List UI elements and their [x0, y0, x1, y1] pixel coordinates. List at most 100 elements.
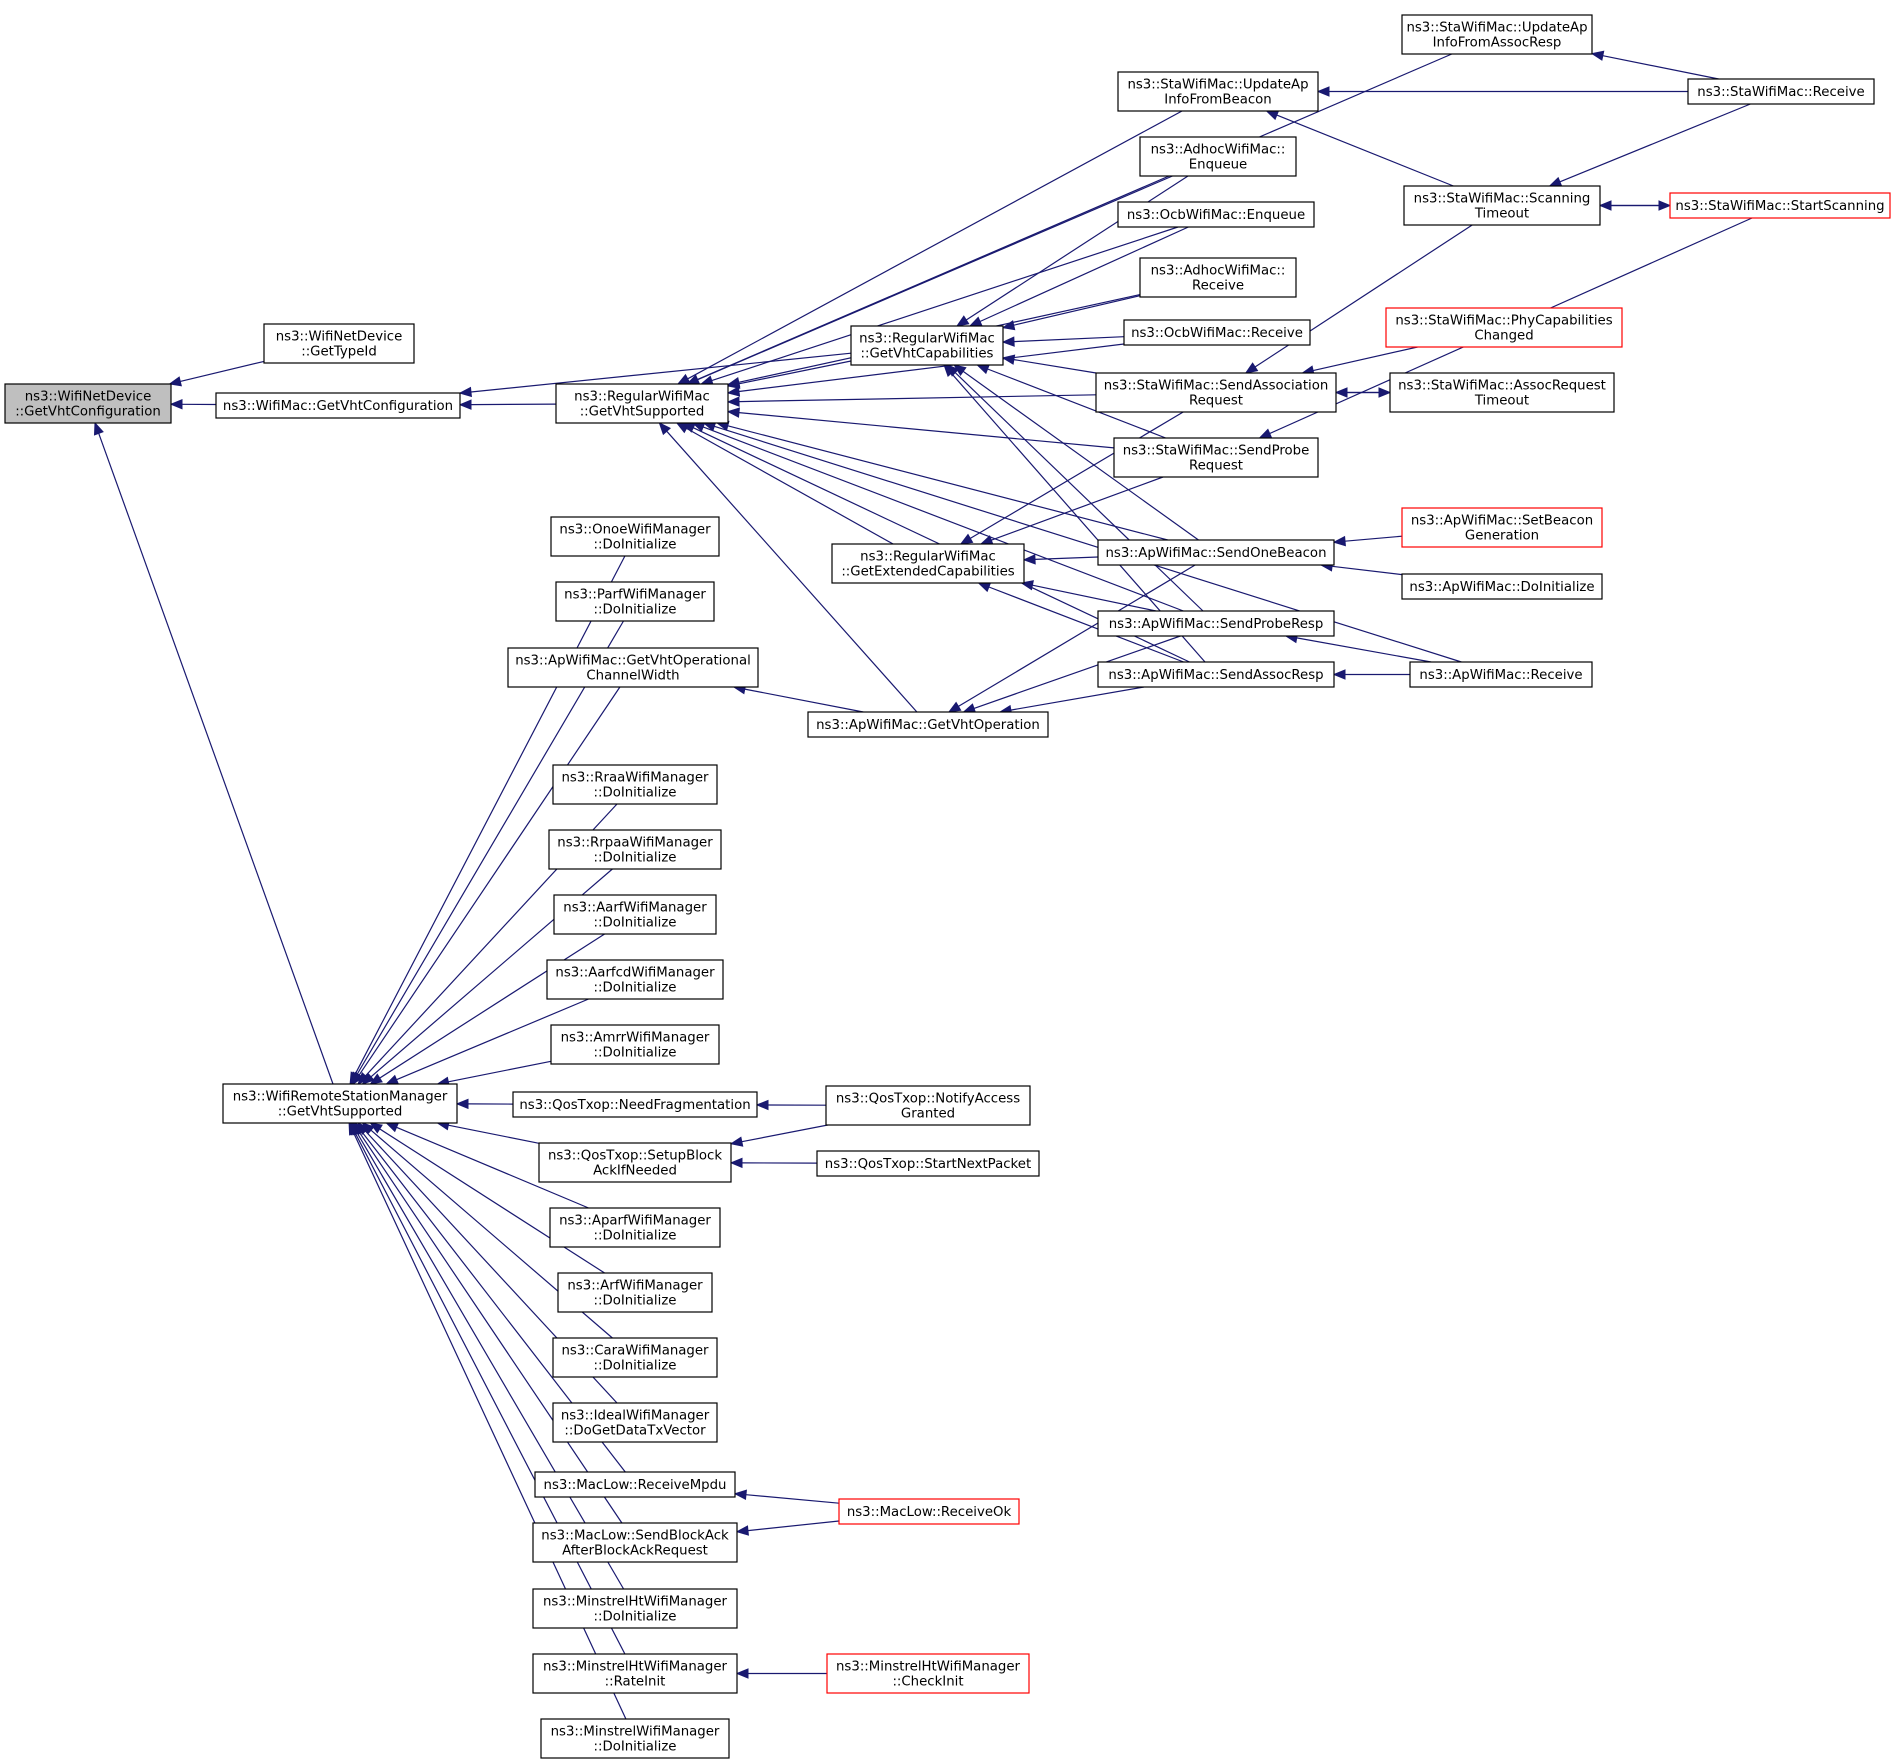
node-receiveok[interactable]: ns3::MacLow::ReceiveOk: [838, 1498, 1020, 1525]
node-aarfcd[interactable]: ns3::AarfcdWifiManager::DoInitialize: [546, 959, 724, 1000]
node-rwmvhtcap[interactable]: ns3::RegularWifiMac::GetVhtCapabilities: [850, 325, 1004, 366]
node-ocbrecv[interactable]: ns3::OcbWifiMac::Receive: [1123, 319, 1311, 346]
node-onoe[interactable]: ns3::OnoeWifiManager::DoInitialize: [550, 516, 720, 557]
edge-line: [470, 403, 557, 406]
edge-line: [356, 1132, 625, 1590]
node-box: [552, 1402, 718, 1443]
node-wrsmvht[interactable]: ns3::WifiRemoteStationManager::GetVhtSup…: [222, 1083, 458, 1124]
call-edge-stareceive-to-staupdassoc: [1590, 50, 1719, 80]
edge-arrowhead: [977, 582, 992, 593]
node-ocbenq[interactable]: ns3::OcbWifiMac::Enqueue: [1117, 201, 1315, 228]
node-label-line: AckIfNeeded: [593, 1164, 677, 1179]
node-apdoinit[interactable]: ns3::ApWifiMac::DoInitialize: [1401, 573, 1603, 600]
node-root[interactable]: ns3::WifiNetDevice::GetVhtConfiguration: [4, 383, 172, 424]
node-arf[interactable]: ns3::ArfWifiManager::DoInitialize: [557, 1272, 713, 1313]
node-rrpaa[interactable]: ns3::RrpaaWifiManager::DoInitialize: [548, 829, 722, 870]
node-box: [532, 1522, 738, 1563]
edge-line: [727, 425, 1168, 541]
node-box: [1095, 372, 1337, 413]
edge-line: [714, 425, 1462, 663]
call-edge-stareceive-to-staupdbeacon: [1316, 86, 1688, 97]
edge-arrowhead: [1001, 320, 1016, 331]
node-apvhtopcw[interactable]: ns3::ApWifiMac::GetVhtOperationalChannel…: [507, 647, 759, 688]
node-aparf[interactable]: ns3::AparfWifiManager::DoInitialize: [549, 1207, 721, 1248]
edge-line: [358, 1131, 623, 1524]
edge-line: [687, 110, 1183, 380]
node-box: [534, 1471, 736, 1498]
node-box: [222, 1083, 458, 1124]
edge-line: [1013, 295, 1141, 326]
edge-line: [973, 635, 1181, 709]
node-apsendbeacon[interactable]: ns3::ApWifiMac::SendOneBeacon: [1097, 539, 1335, 566]
call-edge-stascan-to-staupdbeacon: [1265, 110, 1454, 187]
edge-arrowhead: [361, 1072, 375, 1085]
node-cara[interactable]: ns3::CaraWifiManager::DoInitialize: [552, 1337, 718, 1378]
node-wmgetvht[interactable]: ns3::WifiMac::GetVhtConfiguration: [215, 392, 461, 419]
call-edge-apsetbeacon-to-apsendbeacon: [1332, 535, 1403, 547]
node-box: [1139, 257, 1297, 298]
call-edge-stasendassoc-to-rwmvhtsup: [726, 394, 1097, 407]
node-label-line: ns3::AarfcdWifiManager: [555, 966, 715, 981]
node-label-line: ns3::MacLow::ReceiveOk: [847, 1505, 1012, 1520]
node-box: [1389, 372, 1615, 413]
call-edge-apreceive-to-apsendprobe: [1284, 632, 1432, 663]
node-staupdassoc[interactable]: ns3::StaWifiMac::UpdateApInfoFromAssocRe…: [1401, 14, 1593, 55]
call-edge-ocbrecv-to-rwmvhtsup: [726, 343, 1125, 397]
node-adhocenq[interactable]: ns3::AdhocWifiMac::Enqueue: [1139, 136, 1297, 177]
node-adhocrecv[interactable]: ns3::AdhocWifiMac::Receive: [1139, 257, 1297, 298]
node-label-line: ns3::ParfWifiManager: [564, 588, 706, 603]
node-aarf[interactable]: ns3::AarfWifiManager::DoInitialize: [553, 894, 717, 935]
node-stastartscan[interactable]: ns3::StaWifiMac::StartScanning: [1669, 192, 1891, 219]
node-box: [1097, 539, 1335, 566]
node-apsendprobe[interactable]: ns3::ApWifiMac::SendProbeResp: [1097, 610, 1335, 637]
node-ideal[interactable]: ns3::IdealWifiManager::DoGetDataTxVector: [552, 1402, 718, 1443]
node-minhtrate[interactable]: ns3::MinstrelHtWifiManager::RateInit: [532, 1653, 738, 1694]
node-stareceive[interactable]: ns3::StaWifiMac::Receive: [1687, 78, 1875, 105]
node-label-line: ns3::ApWifiMac::GetVhtOperational: [515, 654, 751, 669]
node-rwmvhtsup[interactable]: ns3::RegularWifiMac::GetVhtSupported: [555, 383, 729, 424]
call-edge-needfrag-to-wrsmvht: [455, 1098, 514, 1110]
node-mininit[interactable]: ns3::MinstrelWifiManager::DoInitialize: [540, 1718, 730, 1759]
node-apreceive[interactable]: ns3::ApWifiMac::Receive: [1409, 661, 1593, 688]
edge-arrowhead: [947, 701, 962, 713]
node-label-line: ns3::StaWifiMac::StartScanning: [1675, 199, 1884, 214]
node-sendblockack[interactable]: ns3::MacLow::SendBlockAckAfterBlockAckRe…: [532, 1522, 738, 1563]
node-checkinit[interactable]: ns3::MinstrelHtWifiManager::CheckInit: [826, 1653, 1030, 1694]
node-parf[interactable]: ns3::ParfWifiManager::DoInitialize: [555, 581, 715, 622]
node-minhtinit[interactable]: ns3::MinstrelHtWifiManager::DoInitialize: [532, 1588, 738, 1629]
edge-line: [988, 586, 1184, 663]
node-box: [1409, 661, 1593, 688]
node-label-line: ns3::QosTxop::SetupBlock: [548, 1149, 722, 1164]
edge-arrowhead: [348, 1121, 359, 1136]
node-needfrag[interactable]: ns3::QosTxop::NeedFragmentation: [512, 1091, 758, 1118]
node-apsendassoc[interactable]: ns3::ApWifiMac::SendAssocResp: [1097, 661, 1335, 688]
node-rraa[interactable]: ns3::RraaWifiManager::DoInitialize: [552, 764, 718, 805]
edge-arrowhead: [726, 396, 740, 407]
call-edge-apreceive-to-rwmvhtsup: [702, 421, 1462, 663]
node-startnext[interactable]: ns3::QosTxop::StartNextPacket: [816, 1150, 1040, 1177]
node-label-line: ns3::ApWifiMac::SendProbeResp: [1109, 617, 1324, 632]
edge-arrowhead: [726, 407, 740, 418]
call-edge-stascan-to-stastartscan: [1600, 200, 1672, 211]
node-box: [550, 516, 720, 557]
call-edge-ocbenq-to-rwmvhtcap: [968, 226, 1189, 327]
node-apgetvhtop[interactable]: ns3::ApWifiMac::GetVhtOperation: [807, 711, 1049, 738]
edge-arrowhead: [1022, 554, 1036, 565]
node-amrr[interactable]: ns3::AmrrWifiManager::DoInitialize: [550, 1024, 720, 1065]
node-rwmextcap[interactable]: ns3::RegularWifiMac::GetExtendedCapabili…: [831, 543, 1025, 584]
edge-arrowhead: [93, 421, 104, 436]
edge-arrowhead: [735, 1668, 749, 1679]
call-edge-wmgetvht-to-root: [169, 399, 217, 410]
node-recvmpdu[interactable]: ns3::MacLow::ReceiveMpdu: [534, 1471, 736, 1498]
node-label-line: ns3::RegularWifiMac: [574, 390, 710, 405]
node-gettypeid[interactable]: ns3::WifiNetDevice::GetTypeId: [263, 323, 415, 364]
